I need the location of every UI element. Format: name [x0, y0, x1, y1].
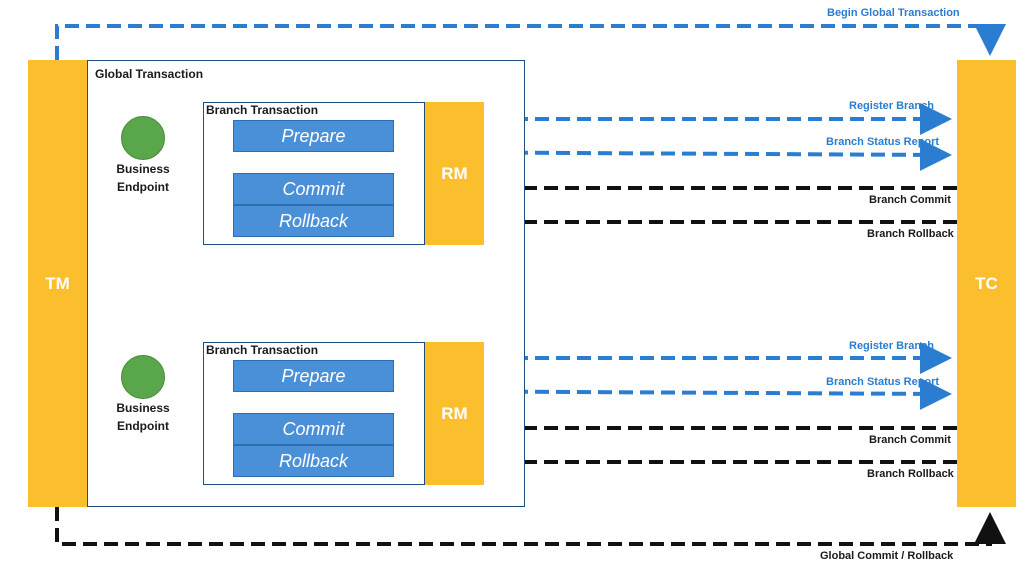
branch2-endpoint-circle [121, 355, 165, 399]
branch1-status-label: Branch Status Report [826, 136, 940, 148]
branch2-commit: Commit [233, 413, 394, 445]
branch2-rollback-label: Branch Rollback [867, 468, 954, 480]
branch1-endpoint-line1: Business [116, 162, 170, 176]
tm-label: TM [45, 273, 70, 293]
global-commit-arrow [55, 507, 1006, 546]
branch2-register-label: Register Branch [849, 340, 934, 352]
branch1-prepare-text: Prepare [281, 125, 346, 146]
global-commit-label: Global Commit / Rollback [820, 550, 954, 562]
branch1-endpoint-circle [121, 116, 165, 160]
branch2-endpoint-line2: Endpoint [117, 419, 169, 433]
branch2-transaction-title: Branch Transaction [206, 343, 319, 357]
branch2-endpoint-label: Business Endpoint [104, 399, 182, 435]
branch2-rm-label: RM [441, 403, 468, 423]
branch1-prepare: Prepare [233, 120, 394, 152]
tm-bar: TM [28, 60, 87, 507]
branch2-commit-label: Branch Commit [869, 434, 951, 446]
branch2-commit-text: Commit [282, 418, 345, 439]
branch2-endpoint-line1: Business [116, 401, 170, 415]
branch1-commit-label: Branch Commit [869, 194, 951, 206]
branch2-rollback-text: Rollback [278, 450, 349, 471]
branch2-prepare-text: Prepare [281, 365, 346, 386]
branch2-prepare: Prepare [233, 360, 394, 392]
tc-label: TC [975, 273, 998, 293]
branch1-endpoint-line2: Endpoint [117, 180, 169, 194]
branch2-status-label: Branch Status Report [826, 376, 940, 388]
branch1-rm-label: RM [441, 163, 468, 183]
branch1-commit-text: Commit [282, 178, 345, 199]
branch1-rm: RM [425, 102, 484, 245]
branch1-endpoint-label: Business Endpoint [104, 160, 182, 196]
global-transaction-label: Global Transaction [95, 67, 204, 81]
branch1-rollback: Rollback [233, 205, 394, 237]
branch1-transaction-title: Branch Transaction [206, 103, 319, 117]
branch1-rollback-label: Branch Rollback [867, 228, 954, 240]
begin-global-arrow [55, 24, 1006, 60]
branch1-register-label: Register Branch [849, 100, 934, 112]
tc-bar: TC [957, 60, 1016, 507]
branch2-rollback: Rollback [233, 445, 394, 477]
begin-global-label: Begin Global Transaction [827, 7, 960, 19]
branch1-commit: Commit [233, 173, 394, 205]
branch1-rollback-text: Rollback [278, 210, 349, 231]
branch2-rm: RM [425, 342, 484, 485]
